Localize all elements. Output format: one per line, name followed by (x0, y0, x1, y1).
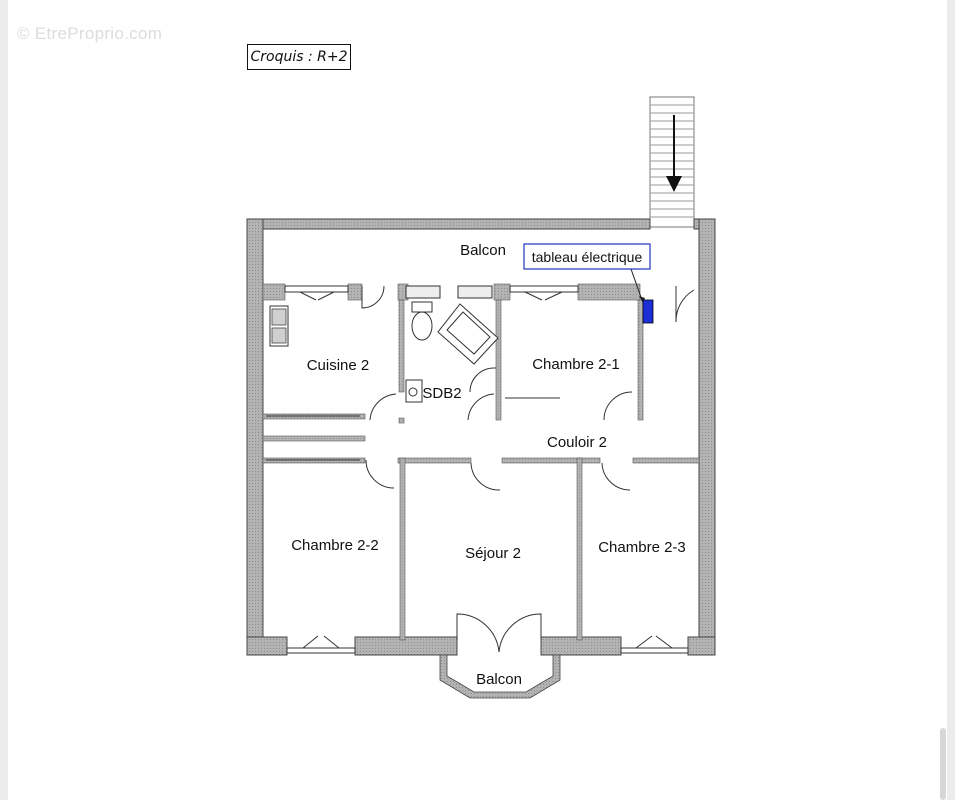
sketch-title: Croquis : R+2 (247, 44, 351, 70)
washbasin-icon (405, 379, 423, 403)
scrollbar[interactable] (940, 728, 946, 800)
room-label-sdb: SDB2 (422, 385, 461, 402)
staircase (649, 96, 695, 228)
room-label-couloir: Couloir 2 (547, 434, 607, 451)
annotation-box (523, 243, 651, 270)
room-label-balcon-top: Balcon (460, 242, 506, 259)
bottom-balcony (439, 654, 561, 699)
stair-arrow-icon (666, 115, 682, 192)
room-label-chambre-23: Chambre 2-3 (598, 539, 686, 556)
page (8, 0, 947, 800)
watermark: © EtreProprio.com (17, 24, 163, 43)
room-label-chambre-22: Chambre 2-2 (291, 537, 379, 554)
toilet-icon (411, 301, 433, 341)
room-label-sejour: Séjour 2 (465, 545, 521, 562)
room-label-balcon-bottom: Balcon (476, 671, 522, 688)
room-label-cuisine: Cuisine 2 (307, 357, 370, 374)
annotation-label: tableau électrique (532, 249, 643, 265)
electrical-panel (630, 268, 654, 324)
window-icon (266, 285, 689, 654)
exterior-walls (246, 218, 716, 656)
sink-icon (269, 305, 289, 347)
room-label-chambre-21: Chambre 2-1 (532, 356, 620, 373)
door-swing-icon (361, 285, 695, 653)
bathtub-icon (437, 303, 499, 365)
